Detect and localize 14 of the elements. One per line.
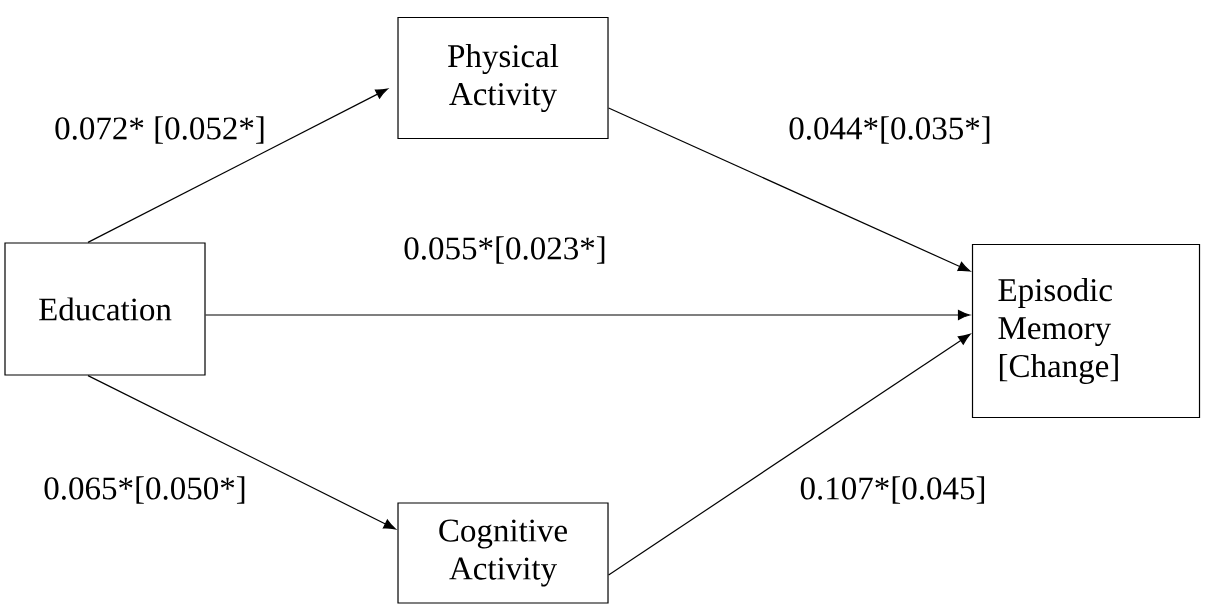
- text-box: Physical Activity: [397, 16, 609, 140]
- edge-label: 0.065*[0.050*]: [41, 474, 249, 506]
- text-box: Education: [4, 242, 206, 376]
- edge-label: 0.107*[0.045]: [797, 474, 989, 506]
- text-box: Cognitive Activity: [397, 502, 609, 604]
- text-box: Episodic Memory [Change]: [971, 243, 1201, 419]
- edge-label: 0.044*[0.035*]: [786, 114, 994, 146]
- edge-label: 0.072* [0.052*]: [52, 114, 268, 146]
- arrow: [87, 375, 396, 530]
- arrow: [87, 88, 388, 243]
- edge-label: 0.055*[0.023*]: [401, 234, 609, 266]
- arrow: [205, 309, 971, 321]
- arrow: [608, 333, 971, 576]
- arrow: [608, 107, 971, 272]
